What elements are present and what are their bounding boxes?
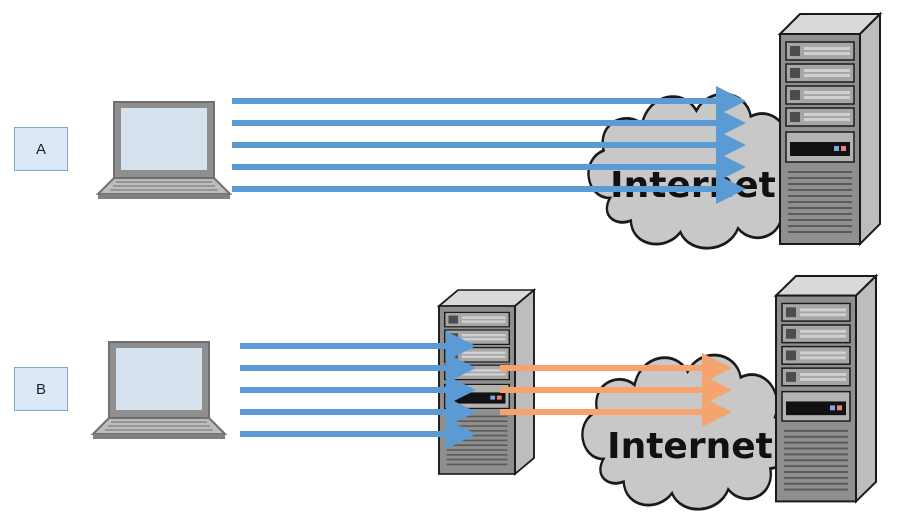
scenario-a-server-icon: [779, 13, 881, 245]
scenario-b-proxy-to-server-arrows: [500, 353, 732, 427]
scenario-label-b-text: B: [35, 380, 46, 398]
scenario-a-cloud-label: Internet: [610, 165, 776, 206]
scenario-label-a-text: A: [35, 140, 46, 158]
scenario-b-client-to-proxy-arrows: [240, 331, 476, 449]
scenario-b-server-icon: [775, 275, 877, 503]
scenario-label-b: B: [14, 367, 68, 411]
scenario-b-proxy-server-icon: [438, 289, 535, 475]
scenario-b-cloud-label: Internet: [607, 426, 773, 467]
scenario-a-direct-arrows: [232, 86, 746, 204]
scenario-label-a: A: [14, 127, 68, 171]
scenario-b-laptop-icon: [92, 341, 226, 440]
scenario-a-laptop-icon: [97, 101, 231, 200]
